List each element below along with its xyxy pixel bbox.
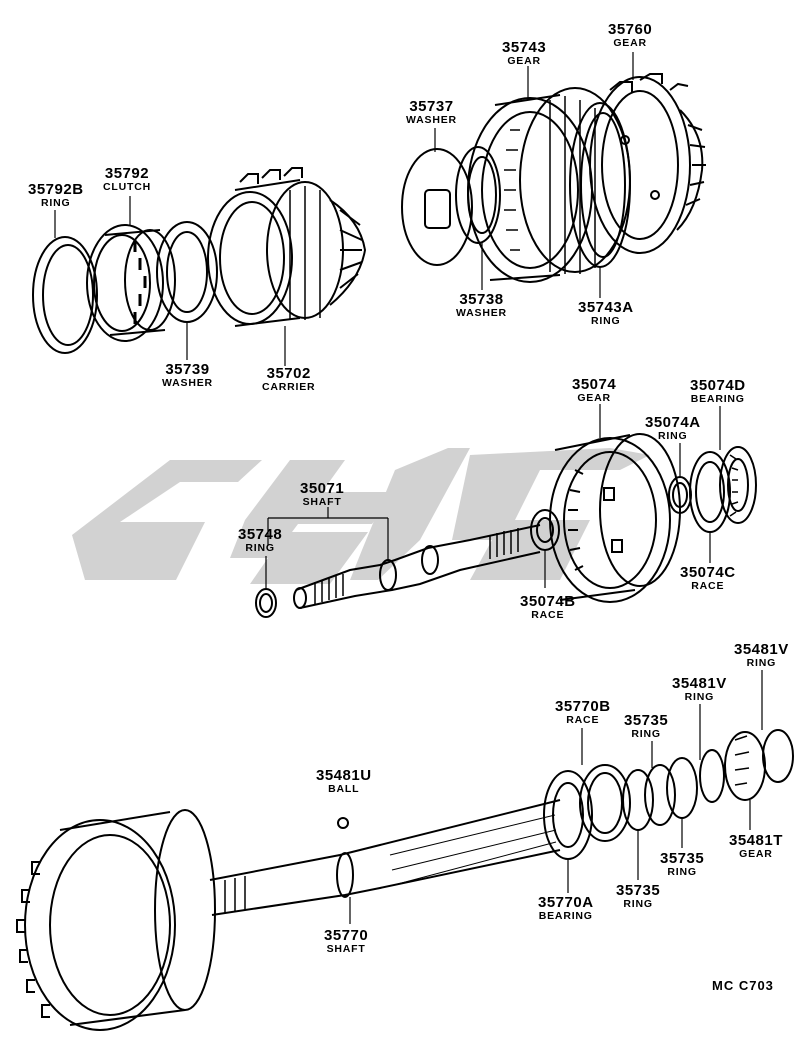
ring-35748-part	[255, 588, 277, 618]
ring-35743a-part	[569, 102, 631, 268]
gear-35074-part	[549, 433, 681, 603]
washer-35738-part	[455, 146, 501, 244]
ring-35792b-part	[32, 236, 98, 354]
gear-35743-part	[467, 87, 631, 283]
washer-35737-part	[401, 148, 473, 266]
diagram-code: MC C703	[712, 978, 774, 993]
bearing-35074d-part	[719, 446, 757, 524]
ball-35481u-part	[337, 817, 349, 829]
leader-lines	[54, 52, 763, 924]
gear-35481t-part	[724, 731, 766, 801]
rings-35735-part	[622, 757, 698, 831]
gear-35760-part	[589, 73, 706, 254]
clutch-35792-part	[86, 224, 176, 342]
carrier-35702-part	[207, 167, 367, 327]
shaft-35071-part	[293, 524, 541, 609]
bearing-35770a-part	[543, 770, 593, 860]
shaft-35770-part	[16, 799, 561, 1031]
race-35074b-part	[530, 509, 560, 551]
rings-35481v-part	[699, 729, 794, 803]
race-35770b-part	[579, 764, 631, 842]
